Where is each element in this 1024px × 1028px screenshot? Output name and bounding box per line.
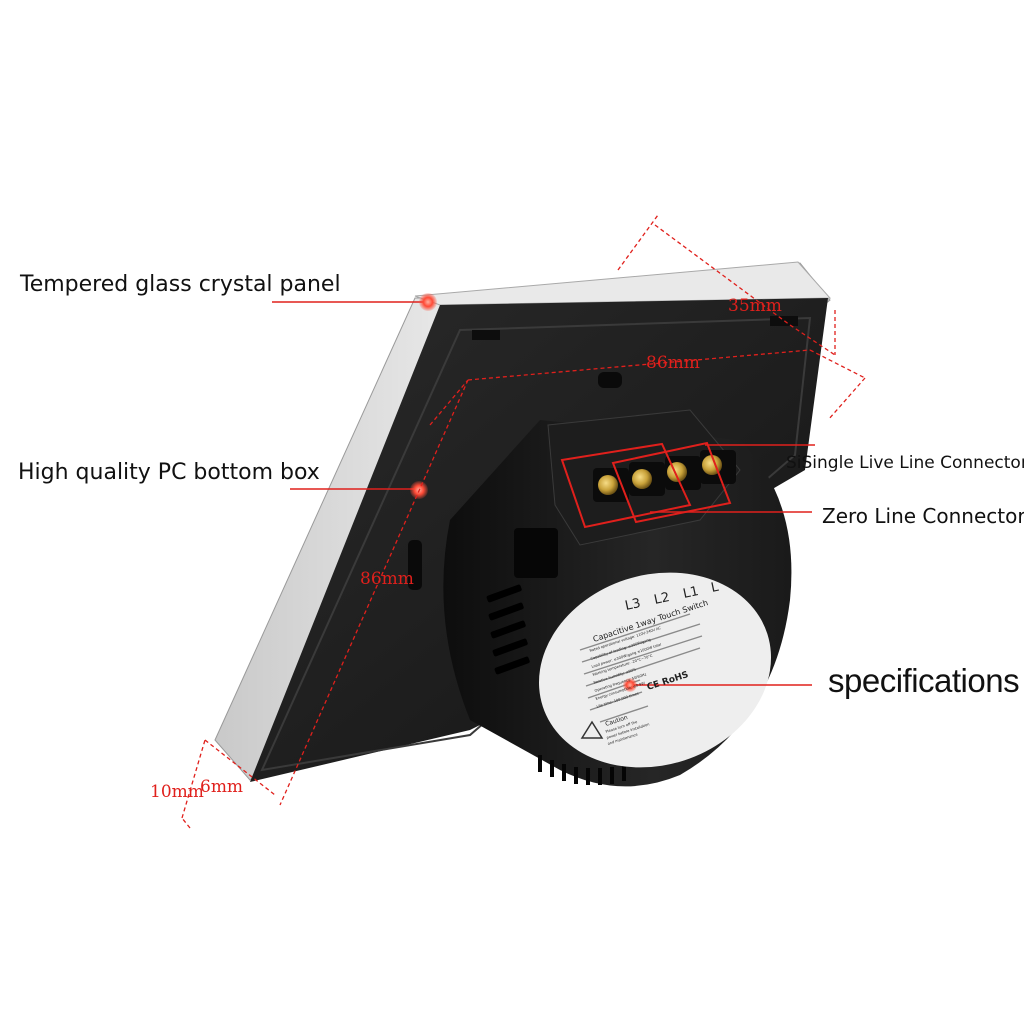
spec-label	[538, 572, 772, 768]
dimension-lines	[181, 214, 866, 829]
plate-notch	[408, 540, 422, 590]
width-dimension: 86mm	[646, 353, 700, 373]
callout-dot	[419, 293, 437, 311]
warning-icon	[580, 720, 604, 739]
height-dimension: 86mm	[360, 569, 414, 589]
live-connector-label: SiSingle Live Line Connector	[786, 453, 1024, 473]
plate-notch	[598, 372, 622, 388]
terminal-screws	[593, 450, 736, 502]
side-window	[514, 528, 558, 578]
total-thickness-dimension: 10mm	[150, 782, 204, 802]
vent-slots	[486, 584, 530, 675]
zero-connector-highlight	[560, 442, 692, 529]
specifications-label: specifications	[828, 662, 1020, 699]
bottom-box-label: High quality PC bottom box	[18, 460, 320, 485]
callout-lines	[272, 301, 815, 686]
zero-connector-label: Zero Line Connector	[822, 504, 1024, 528]
bottom-ribs	[538, 755, 626, 785]
spec-lines	[579, 613, 703, 723]
callout-dot	[623, 678, 637, 692]
live-connector-highlight	[611, 441, 732, 524]
glass-thickness-dimension: 6mm	[200, 777, 244, 797]
glass-panel-label: Tempered glass crystal panel	[20, 272, 341, 297]
plate-clip	[472, 330, 500, 340]
plate-clip	[770, 316, 798, 326]
depth-dimension: 35mm	[728, 296, 782, 316]
